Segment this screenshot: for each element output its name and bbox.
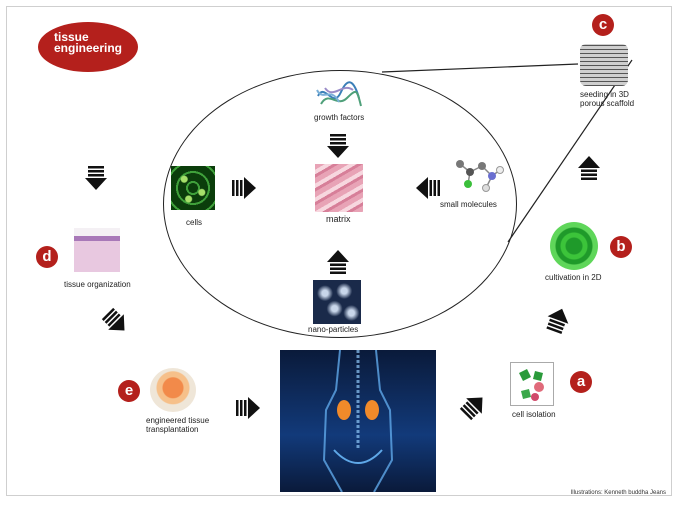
growth-factors-label: growth factors (314, 113, 365, 122)
diagram-frame (6, 6, 672, 496)
engineered-label: engineered tissue transplantation (146, 416, 210, 434)
isolated-cells-icon (519, 369, 544, 401)
illustration-credit: Illustrations: Kenneth buddha Jeans (570, 490, 666, 496)
badge-c: c (592, 14, 614, 36)
cells-image (171, 166, 215, 210)
downward-arrow-icon (85, 166, 107, 190)
engineered-tissue-image (150, 368, 196, 412)
scaffold-image (580, 44, 628, 86)
small-molecules-label: small molecules (440, 200, 497, 209)
cells-label: cells (186, 218, 203, 227)
leftward-arrow-icon (416, 177, 440, 199)
matrix-label: matrix (326, 214, 351, 224)
rightward-arrow-icon (232, 177, 256, 199)
small-molecules-image (456, 160, 504, 192)
cultivation-image (550, 222, 598, 270)
seeding-label: seeding in 3D porous scaffold (580, 90, 635, 108)
badge-b: b (610, 236, 632, 258)
matrix-image (315, 164, 363, 212)
nano-particles-label: nano-particles (308, 325, 359, 334)
title-text: tissue engineering (54, 30, 123, 55)
upward-arrow-icon (578, 156, 600, 180)
badge-e: e (118, 380, 140, 402)
cell-isolation-image (510, 362, 554, 406)
cell-isolation-label: cell isolation (512, 410, 556, 419)
human-body-image (280, 350, 436, 492)
badge-d: d (36, 246, 58, 268)
upward-arrow-icon (327, 250, 349, 274)
tissue-organization-label: tissue organization (64, 280, 131, 289)
title-ellipse (38, 22, 138, 72)
downward-arrow-icon (327, 134, 349, 158)
badge-a: a (570, 371, 592, 393)
diagonal-arrow-icon (99, 305, 133, 339)
nano-particles-image (313, 280, 361, 324)
tissue-organization-image (74, 228, 120, 272)
cultivation-label: cultivation in 2D (545, 273, 602, 282)
growth-factors-image (316, 81, 362, 107)
central-ellipse (163, 70, 517, 338)
rightward-arrow-icon (236, 397, 260, 419)
body-outline (322, 350, 394, 492)
diagonal-arrow-icon (543, 304, 573, 336)
diagonal-arrow-icon (457, 389, 491, 423)
